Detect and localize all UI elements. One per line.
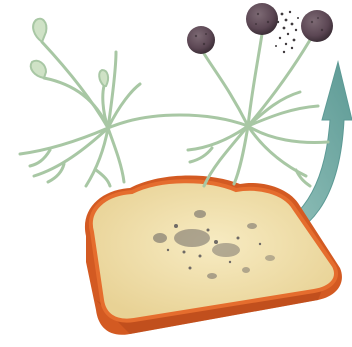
mold-hyphae-network — [20, 34, 328, 186]
spore-cloud — [275, 11, 299, 53]
bread-slice — [85, 175, 342, 334]
young-sporangia — [31, 19, 108, 86]
